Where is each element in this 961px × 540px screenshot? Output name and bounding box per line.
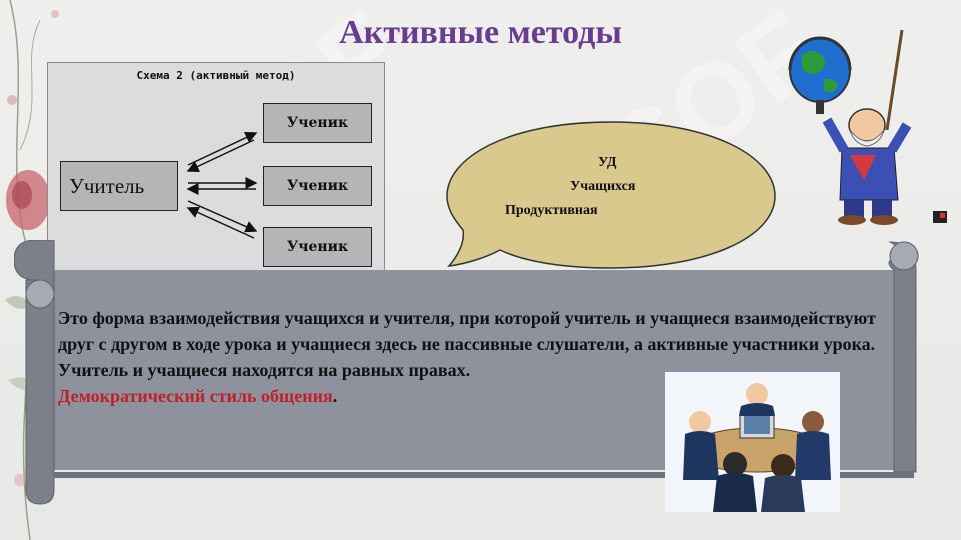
schema-diagram: Схема 2 (активный метод) Учитель Ученик …: [47, 62, 385, 274]
speech-bubble: [446, 121, 776, 269]
bubble-line: Учащихся: [570, 179, 636, 194]
body-period: .: [332, 386, 338, 406]
student-box: Ученик: [263, 227, 372, 267]
schema-caption: Схема 2 (активный метод): [136, 69, 296, 82]
globe-professor-illustration: [788, 30, 912, 225]
bubble-line: УД: [598, 155, 617, 170]
schema-arrows: [186, 132, 258, 239]
student-box: Ученик: [263, 103, 372, 143]
body-equal-rights: Учитель и учащиеся находятся на равных п…: [58, 360, 471, 380]
body-paragraph: Это форма взаимодействия учащихся и учит…: [58, 308, 876, 354]
bubble-line: Продуктивная: [505, 203, 598, 218]
slide-title: Активные методы: [339, 14, 622, 51]
democratic-style-highlight: Демократический стиль общения: [58, 386, 333, 406]
body-text-block: Это форма взаимодействия учащихся и учит…: [58, 305, 898, 409]
students-at-table-illustration: [665, 372, 840, 512]
logo-icon: [933, 211, 947, 223]
teacher-box: Учитель: [60, 161, 178, 211]
student-box: Ученик: [263, 166, 372, 206]
